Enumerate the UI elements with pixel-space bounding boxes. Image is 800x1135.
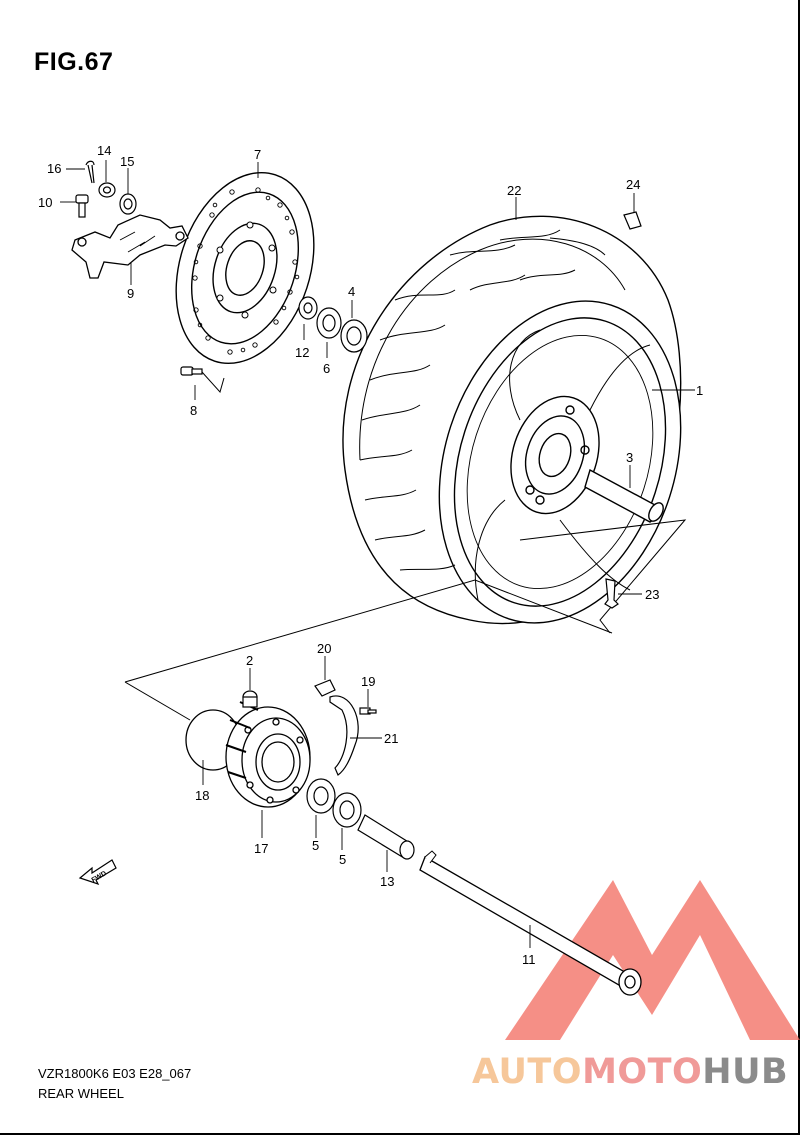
figure-caption: REAR WHEEL	[38, 1086, 124, 1101]
washer-15	[119, 193, 137, 215]
callout-18: 18	[195, 788, 209, 803]
callout-9: 9	[127, 286, 134, 301]
callout-3: 3	[626, 450, 633, 465]
spacer-13	[357, 814, 415, 860]
callout-11: 11	[522, 952, 536, 967]
figure-title: FIG.67	[34, 48, 114, 76]
brake-disc	[175, 171, 315, 365]
callout-15: 15	[120, 154, 134, 169]
callout-5a: 5	[312, 838, 319, 853]
bearing-4	[340, 319, 368, 353]
bearing-5b	[332, 792, 362, 828]
stud-2	[242, 690, 258, 708]
callout-13: 13	[380, 874, 394, 889]
callout-numbers: 1 2 3 4 5 5 6 7 8 9 10 11 12 13 14 15 16…	[38, 143, 703, 967]
bolt-10	[75, 194, 89, 218]
callout-24: 24	[626, 177, 640, 192]
watermark-wordmark: AUTOMOTOHUB	[472, 1052, 788, 1092]
callout-16: 16	[47, 161, 61, 176]
callout-8: 8	[190, 403, 197, 418]
callout-22: 22	[507, 183, 521, 198]
caliper-bracket	[71, 214, 189, 279]
bolt-19	[359, 707, 377, 715]
callout-5b: 5	[339, 852, 346, 867]
callout-4: 4	[348, 284, 355, 299]
callout-20: 20	[317, 641, 331, 656]
callout-6: 6	[323, 361, 330, 376]
circlip-20	[314, 679, 336, 697]
callout-10: 10	[38, 195, 52, 210]
bearing-6	[316, 307, 342, 339]
section-plane-lines	[519, 519, 687, 634]
retainer-21	[329, 695, 359, 776]
cotter-pin-16	[85, 160, 95, 184]
callout-21: 21	[384, 731, 398, 746]
fwd-arrow-icon: FWD	[78, 859, 117, 886]
callout-7: 7	[254, 147, 261, 162]
watermark-part-hub: HUB	[702, 1052, 789, 1092]
callout-2: 2	[246, 653, 253, 668]
watermark-part-auto: AUTO	[472, 1052, 583, 1092]
nut-14	[98, 182, 116, 198]
callout-17: 17	[254, 841, 268, 856]
rear-wheel-assembly	[342, 215, 682, 625]
valve-23	[604, 578, 619, 609]
rear-axle-11	[419, 850, 642, 996]
callout-19: 19	[361, 674, 375, 689]
watermark-logo-icon	[505, 880, 800, 1040]
sprocket-hub-17	[225, 701, 311, 808]
callout-14: 14	[97, 143, 111, 158]
clip-24	[623, 211, 642, 230]
axle-stub	[584, 468, 664, 523]
callout-23: 23	[645, 587, 659, 602]
leader-lines	[60, 160, 695, 948]
bearing-5a	[306, 778, 336, 814]
spacer-12	[298, 296, 318, 320]
callout-1: 1	[696, 383, 703, 398]
document-code: VZR1800K6 E03 E28_067	[38, 1066, 192, 1081]
bolt-8	[180, 366, 203, 376]
callout-12: 12	[295, 345, 309, 360]
watermark-part-moto: MOTO	[582, 1052, 703, 1092]
